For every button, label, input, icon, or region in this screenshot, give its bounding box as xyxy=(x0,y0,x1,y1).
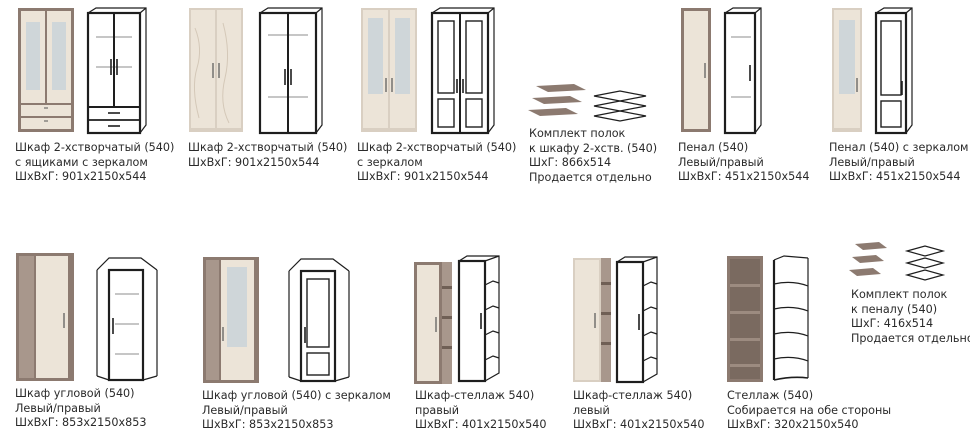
wardrobe-2door-mirror-schematic xyxy=(430,7,496,137)
penal-mirror-schematic xyxy=(874,7,914,137)
shelving-unit-photo xyxy=(727,256,763,382)
shelf-set-wardrobe-photo xyxy=(528,82,588,122)
cabinet-shelf-left-schematic xyxy=(615,256,661,386)
product-caption: Шкаф 2-хстворчатый (540) с ящиками с зер… xyxy=(15,141,175,184)
shelf-set-penal-schematic xyxy=(903,245,947,287)
corner-wardrobe-photo xyxy=(16,253,74,381)
corner-wardrobe-mirror-photo xyxy=(203,257,259,383)
shelf-set-penal-photo xyxy=(849,240,889,282)
product-caption: Шкаф 2-хстворчатый (540) ШхВхГ: 901х2150… xyxy=(188,141,348,169)
product-caption: Пенал (540) с зеркалом Левый/правый ШхВх… xyxy=(829,141,969,184)
product-caption: Стеллаж (540) Собирается на обе стороны … xyxy=(727,389,892,432)
wardrobe-2door-schematic xyxy=(258,7,324,137)
cabinet-shelf-left-photo xyxy=(573,258,613,382)
product-caption: Пенал (540) Левый/правый ШхВхГ: 451х2150… xyxy=(678,141,810,184)
wardrobe-drawers-mirror-schematic xyxy=(86,7,148,137)
product-caption: Шкаф угловой (540) с зеркалом Левый/прав… xyxy=(202,389,391,432)
shelving-unit-schematic xyxy=(770,254,812,384)
cabinet-shelf-right-schematic xyxy=(457,255,503,385)
penal-mirror-photo xyxy=(832,8,862,132)
penal-schematic xyxy=(723,7,763,137)
wardrobe-drawers-mirror-photo xyxy=(18,8,74,132)
product-caption: Комплект полок к шкафу 2-хств. (540) ШхГ… xyxy=(529,127,658,184)
shelf-set-wardrobe-schematic xyxy=(590,90,650,128)
product-caption: Шкаф-стеллаж 540) правый ШхВхГ: 401х2150… xyxy=(415,389,547,432)
cabinet-shelf-right-photo xyxy=(414,262,454,384)
corner-wardrobe-schematic xyxy=(95,254,161,384)
product-caption: Комплект полок к пеналу (540) ШхГ: 416х5… xyxy=(851,288,970,345)
wardrobe-2door-mirror-photo xyxy=(361,8,417,132)
corner-wardrobe-mirror-schematic xyxy=(287,255,353,385)
penal-photo xyxy=(681,8,711,132)
product-caption: Шкаф угловой (540) Левый/правый ШхВхГ: 8… xyxy=(15,387,147,430)
product-caption: Шкаф 2-хстворчатый (540) с зеркалом ШхВх… xyxy=(357,141,517,184)
wardrobe-2door-photo xyxy=(189,8,243,132)
product-caption: Шкаф-стеллаж 540) левый ШхВхГ: 401х2150х… xyxy=(573,389,705,432)
